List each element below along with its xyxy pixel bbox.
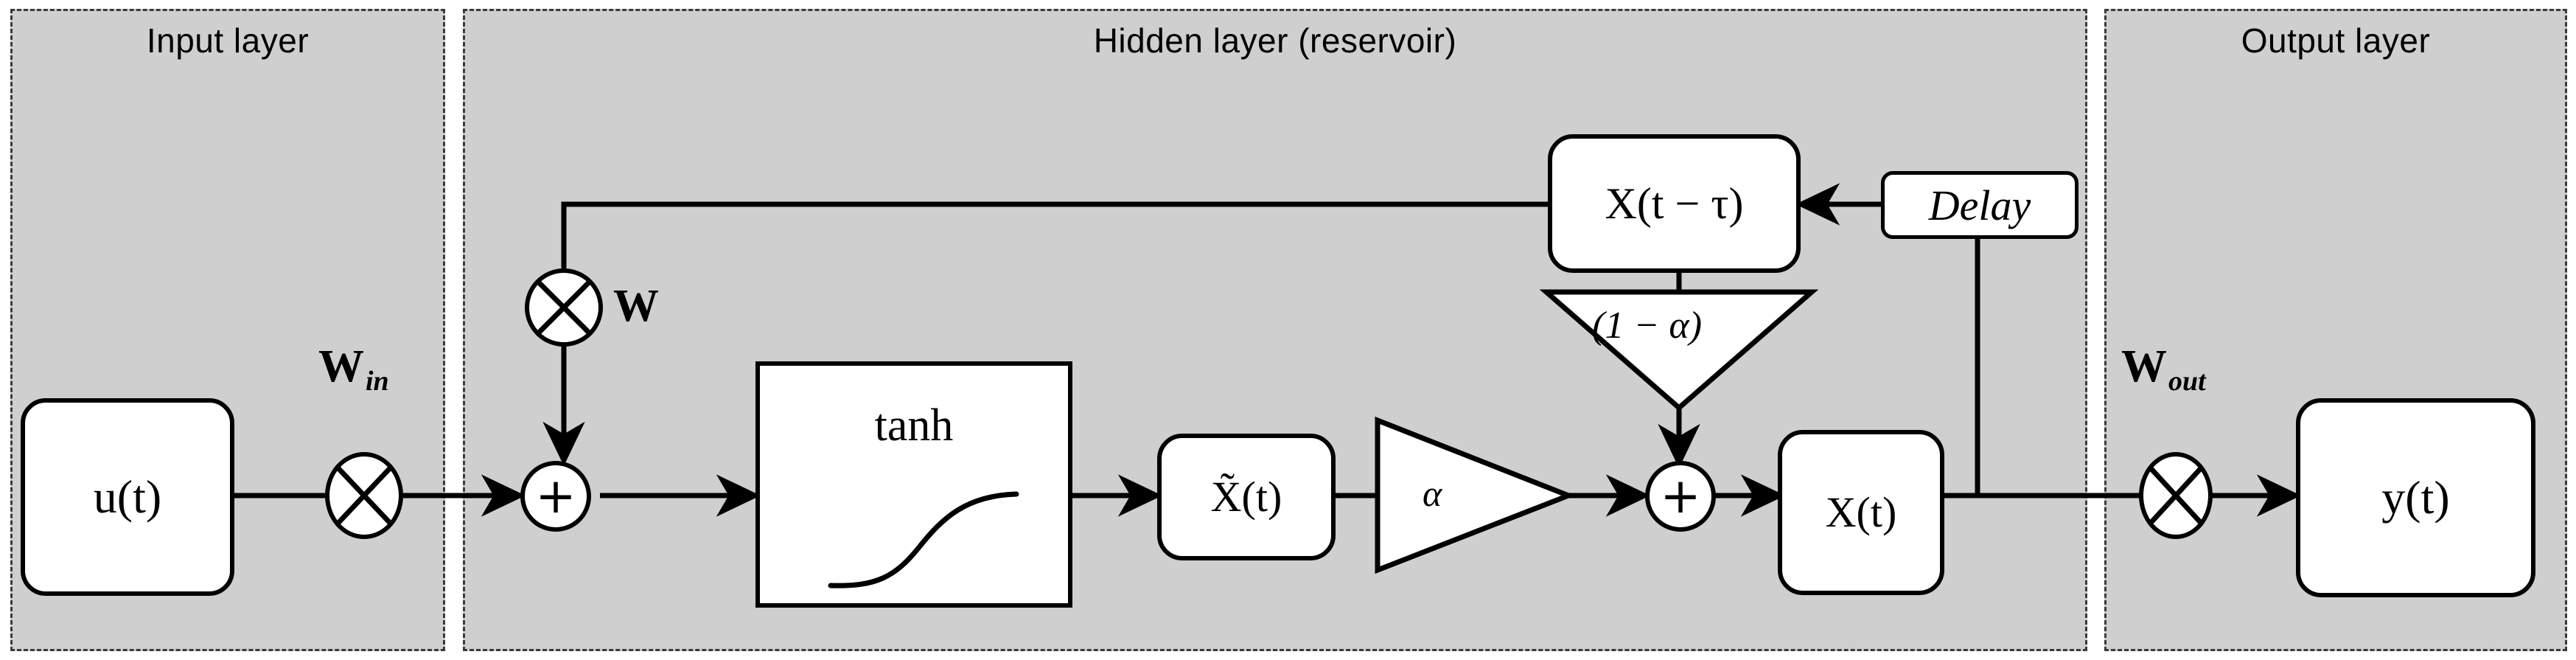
operator-sum-post[interactable]: +	[1645, 461, 1716, 532]
node-x-tilde[interactable]: X̃(t)	[1157, 434, 1336, 560]
node-input-signal-label: u(t)	[93, 470, 162, 523]
label-w: W	[613, 281, 659, 331]
node-output-signal[interactable]: y(t)	[2296, 398, 2535, 597]
node-delay-label: Delay	[1928, 181, 2031, 229]
node-output-signal-label: y(t)	[2381, 471, 2450, 524]
node-x-delayed[interactable]: X(t − τ)	[1548, 134, 1801, 273]
node-x-state-label: X(t)	[1825, 488, 1897, 536]
panel-title-output: Output layer	[2241, 21, 2431, 60]
node-tanh-label: tanh	[874, 400, 954, 451]
node-x-tilde-label: X̃(t)	[1210, 473, 1282, 521]
tanh-curve-icon	[828, 491, 1019, 588]
operator-sum-pre[interactable]: +	[520, 461, 591, 532]
panel-title-hidden: Hidden layer (reservoir)	[1093, 21, 1457, 60]
gain-alpha-label: α	[1423, 473, 1442, 514]
operator-multiply-w[interactable]	[525, 268, 603, 347]
operator-multiply-w-out[interactable]	[2139, 452, 2213, 539]
multiply-icon	[536, 279, 592, 336]
node-x-delayed-label: X(t − τ)	[1605, 179, 1744, 228]
label-w-in: Win	[318, 341, 389, 397]
plus-icon: +	[535, 468, 576, 524]
panel-title-input: Input layer	[146, 21, 310, 60]
multiply-icon	[336, 466, 392, 525]
label-w-out: Wout	[2121, 341, 2206, 397]
plus-icon: +	[1660, 468, 1701, 524]
node-tanh-block[interactable]: tanh	[755, 361, 1072, 608]
gain-one-minus-alpha-label: (1 − α)	[1592, 305, 1703, 347]
node-input-signal[interactable]: u(t)	[21, 398, 234, 596]
node-delay-block[interactable]: Delay	[1881, 171, 2078, 239]
multiply-icon	[2149, 466, 2203, 525]
operator-multiply-w-in[interactable]	[325, 452, 403, 539]
node-x-state[interactable]: X(t)	[1778, 430, 1944, 595]
